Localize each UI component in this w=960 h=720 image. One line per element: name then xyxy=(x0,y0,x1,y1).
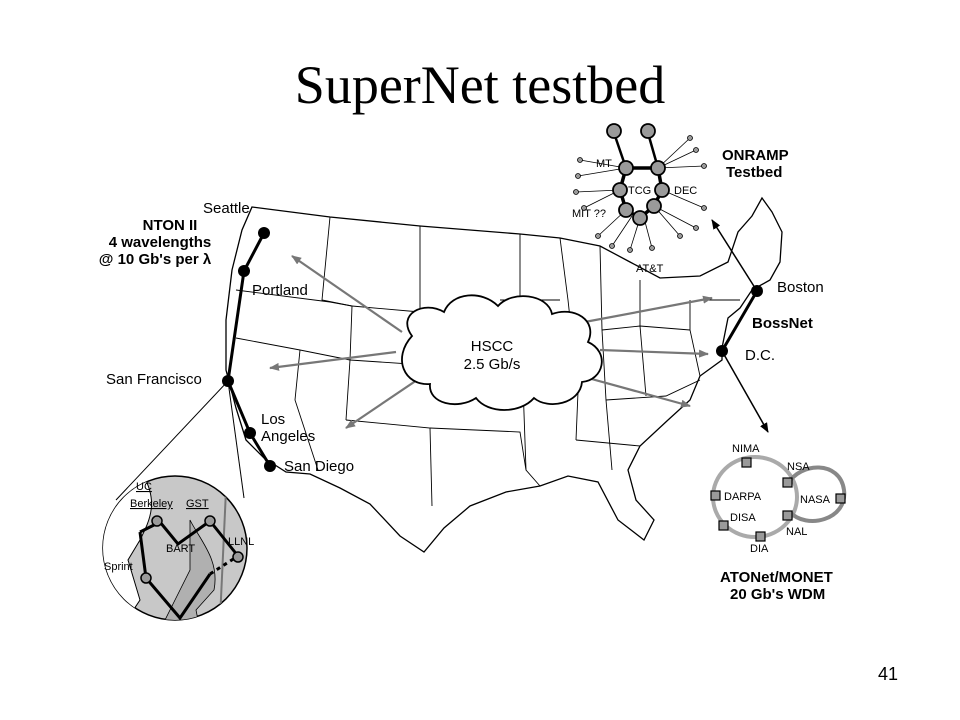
nton-line1: NTON II xyxy=(143,217,198,234)
atonet-title2: 20 Gb's WDM xyxy=(730,586,825,603)
node-san-diego xyxy=(264,460,276,472)
inset-berkeley: Berkeley xyxy=(130,498,173,510)
label-los-angeles-1: Los xyxy=(261,411,285,428)
atonet-darpa: DARPA xyxy=(724,491,762,503)
atonet-dia: DIA xyxy=(750,543,769,555)
node-seattle xyxy=(258,227,270,239)
label-san-diego: San Diego xyxy=(284,458,354,475)
atonet-nal: NAL xyxy=(786,526,807,538)
nton-line2: 4 wavelengths xyxy=(109,234,212,251)
node-portland xyxy=(238,265,250,277)
inset-gst: GST xyxy=(186,498,209,510)
onramp-title1: ONRAMP xyxy=(722,147,789,164)
bossnet-link xyxy=(711,219,769,433)
hscc-name: HSCC xyxy=(471,338,514,355)
hscc-arrows xyxy=(269,255,713,429)
onramp-network xyxy=(573,123,707,253)
inset-bart: BART xyxy=(166,543,195,555)
node-los-angeles xyxy=(244,427,256,439)
label-dc: D.C. xyxy=(745,347,775,364)
label-seattle: Seattle xyxy=(203,200,250,217)
inset-uc: UC xyxy=(136,481,152,493)
onramp-dec: DEC xyxy=(674,185,697,197)
label-san-francisco: San Francisco xyxy=(106,371,202,388)
hscc-cloud: HSCC 2.5 Gb/s xyxy=(401,294,603,411)
onramp-title2: Testbed xyxy=(726,164,782,181)
onramp-mt: MT xyxy=(596,158,612,170)
atonet-network xyxy=(710,455,847,542)
label-boston: Boston xyxy=(777,279,824,296)
hscc-rate: 2.5 Gb/s xyxy=(464,356,521,373)
nton-line3: @ 10 Gb's per λ xyxy=(99,251,212,268)
onramp-mit: MIT ?? xyxy=(572,208,606,220)
inset-llnl: LLNL xyxy=(228,536,254,548)
atonet-nasa: NASA xyxy=(800,494,831,506)
atonet-title1: ATONet/MONET xyxy=(720,569,833,586)
onramp-tcg: TCG xyxy=(628,185,651,197)
atonet-nima: NIMA xyxy=(732,443,760,455)
atonet-disa: DISA xyxy=(730,512,756,524)
onramp-att: AT&T xyxy=(636,263,664,275)
atonet-nsa: NSA xyxy=(787,461,810,473)
bay-area-inset xyxy=(102,380,248,621)
page-number: 41 xyxy=(877,664,898,684)
label-los-angeles-2: Angeles xyxy=(261,428,315,445)
inset-sprint: Sprint xyxy=(104,561,133,573)
label-bossnet: BossNet xyxy=(752,315,813,332)
label-portland: Portland xyxy=(252,282,308,299)
slide-title: SuperNet testbed xyxy=(294,55,666,115)
